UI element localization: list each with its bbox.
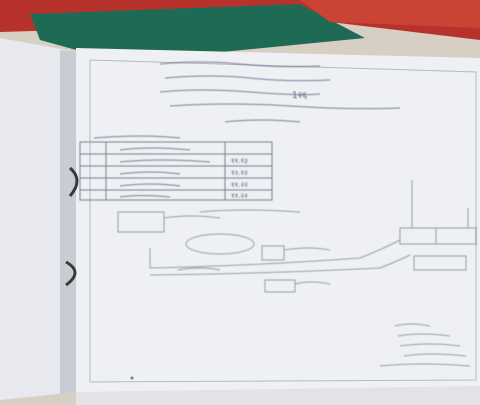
- red-book-edge: [300, 0, 480, 28]
- left-page-shadow: [60, 50, 80, 394]
- handwritten-header: [159, 61, 401, 123]
- table-value-4: ११.२२: [231, 192, 248, 200]
- handwritten-table: [79, 135, 273, 201]
- page-bottom-edge: [76, 386, 480, 405]
- handwritten-notes: [379, 323, 471, 367]
- right-page: [76, 48, 480, 405]
- table-value-3: ११.२२: [231, 181, 248, 189]
- hand-drawn-diagram: [117, 180, 477, 293]
- page-border: [89, 59, 477, 383]
- left-page: [0, 38, 78, 400]
- table-value-1: ११.१३: [231, 157, 248, 165]
- table-value-2: १२.१२: [231, 169, 248, 177]
- green-book-cover: [30, 4, 365, 62]
- header-number: 1२६: [292, 91, 307, 101]
- binder-ring: [65, 166, 79, 287]
- page-dot: [130, 376, 134, 380]
